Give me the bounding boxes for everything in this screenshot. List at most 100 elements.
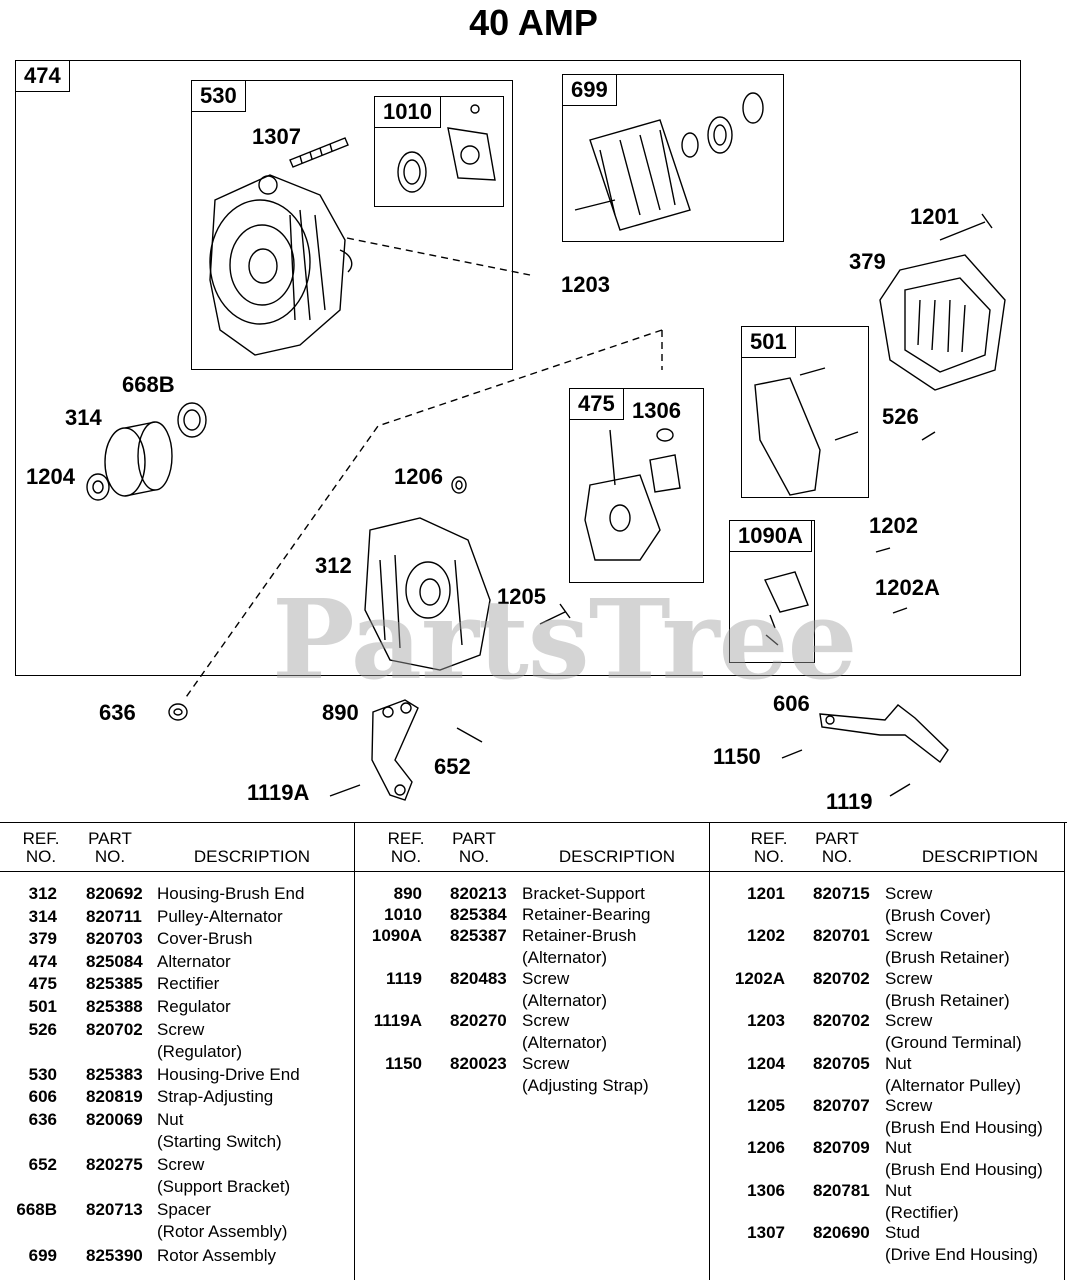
box-label: 1090A — [729, 520, 812, 552]
ref-number: 606 — [28, 1087, 57, 1107]
description-line: Strap-Adjusting — [157, 1087, 274, 1107]
ref-number: 1205 — [747, 1096, 785, 1115]
description-line: Pulley-Alternator — [157, 906, 283, 926]
spacer-drawing — [177, 402, 207, 438]
box-label: 699 — [562, 74, 617, 106]
stud-1307-drawing — [289, 137, 349, 168]
ref-number: 699 — [28, 1245, 57, 1265]
brush-cover-drawing — [879, 254, 1006, 391]
part-description: Alternator — [157, 951, 231, 973]
box-drive-end-housing-530: 530 — [191, 80, 513, 370]
part-number: 820703 — [86, 929, 143, 949]
part-number: 820819 — [86, 1087, 143, 1107]
callout-1201: 1201 — [910, 204, 959, 229]
description-line: Nut — [885, 1053, 912, 1073]
part-description: Nut(Brush End Housing) — [885, 1137, 1043, 1181]
description-line: Screw — [885, 884, 933, 903]
part-number: 825385 — [86, 974, 143, 994]
part-description: Pulley-Alternator — [157, 906, 283, 928]
part-description: Screw(Ground Terminal) — [885, 1010, 1022, 1054]
description-line: Spacer — [157, 1200, 211, 1220]
description-line: Screw — [522, 1053, 570, 1073]
regulator-drawing — [754, 367, 859, 496]
description-detail: (Regulator) — [157, 1041, 243, 1061]
part-description: Retainer-Bearing — [522, 904, 651, 926]
ref-number: 1119 — [386, 968, 422, 988]
adjusting-strap-drawing — [819, 704, 949, 764]
callout-1202A: 1202A — [875, 575, 940, 600]
part-number: 820702 — [813, 968, 870, 988]
description-line: Rectifier — [157, 974, 220, 994]
callout-1150: 1150 — [713, 744, 761, 769]
description-line: Screw — [885, 1011, 933, 1031]
part-description: Nut(Starting Switch) — [157, 1109, 282, 1153]
callout-1307: 1307 — [252, 124, 301, 149]
description-line: Screw — [157, 1155, 205, 1175]
part-number: 820713 — [86, 1200, 143, 1220]
part-description: Nut(Alternator Pulley) — [885, 1053, 1021, 1097]
nut-636-drawing — [168, 703, 188, 721]
ref-number: 652 — [28, 1155, 57, 1175]
callout-526: 526 — [882, 404, 919, 429]
header-divider — [355, 871, 709, 872]
bearing-retainer-drawing — [397, 104, 496, 193]
part-number: 820690 — [813, 1223, 870, 1243]
description-detail: (Adjusting Strap) — [522, 1075, 649, 1095]
part-number: 820023 — [450, 1053, 507, 1073]
screw-1201-drawing — [939, 213, 993, 241]
callout-606: 606 — [773, 691, 810, 716]
header-divider — [0, 871, 354, 872]
ref-number: 1306 — [747, 1180, 785, 1200]
ref-number: 474 — [28, 951, 57, 971]
screw-1150-drawing — [781, 749, 803, 759]
screw-526-drawing — [921, 431, 936, 441]
ref-number: 890 — [393, 884, 422, 903]
description-line: Regulator — [157, 997, 231, 1016]
part-number: 825384 — [450, 905, 507, 925]
part-description: Housing-Brush End — [157, 883, 304, 905]
description-detail: (Alternator) — [522, 990, 608, 1010]
part-description: Screw(Alternator) — [522, 1010, 607, 1054]
part-description: Bracket-Support — [522, 883, 645, 905]
description-detail: (Support Bracket) — [157, 1177, 291, 1197]
part-description: Rectifier — [157, 973, 219, 995]
header-ref-no: NO. — [753, 847, 785, 866]
box-rotor-699: 699 — [562, 74, 784, 242]
callout-1206: 1206 — [394, 464, 443, 489]
part-description: Screw(Brush Retainer) — [885, 925, 1010, 969]
ref-number: 1307 — [747, 1223, 785, 1243]
description-detail: (Brush Cover) — [885, 906, 991, 925]
box-rectifier-475: 475 — [569, 388, 704, 583]
description-line: Screw — [885, 1096, 933, 1115]
ref-number: 1203 — [747, 1011, 785, 1031]
brush-end-housing-drawing — [364, 517, 491, 671]
callout-1306: 1306 — [632, 398, 681, 423]
bracket-support-drawing — [371, 699, 419, 801]
callout-379: 379 — [849, 249, 886, 274]
part-description: Rotor Assembly — [157, 1245, 276, 1267]
box-alternator-474: 474 — [15, 60, 1021, 676]
exploded-diagram — [86, 92, 1006, 801]
callout-668B: 668B — [122, 372, 175, 397]
description-detail: (Drive End Housing) — [885, 1245, 1039, 1265]
part-description: Retainer-Brush(Alternator) — [522, 925, 636, 969]
header-description: DESCRIPTION — [921, 847, 1039, 866]
ref-number: 1202 — [747, 926, 785, 946]
screw-1119A-drawing — [329, 784, 361, 797]
nut-1206-drawing — [451, 476, 467, 494]
callout-1119A: 1119A — [247, 780, 310, 805]
description-line: Retainer-Brush — [522, 926, 637, 946]
part-description: Stud(Drive End Housing) — [885, 1222, 1038, 1266]
callout-652: 652 — [434, 754, 471, 779]
part-number: 820069 — [86, 1110, 143, 1129]
header-description: DESCRIPTION — [193, 847, 311, 866]
ref-number: 1202A — [734, 968, 785, 988]
header-part: PART — [815, 829, 859, 848]
brush-retainer-drawing — [764, 571, 809, 646]
description-line: Alternator — [157, 951, 231, 971]
header-part-no: NO. — [821, 847, 853, 866]
description-detail: (Brush End Housing) — [885, 1118, 1043, 1137]
description-line: Housing-Brush End — [157, 884, 305, 903]
